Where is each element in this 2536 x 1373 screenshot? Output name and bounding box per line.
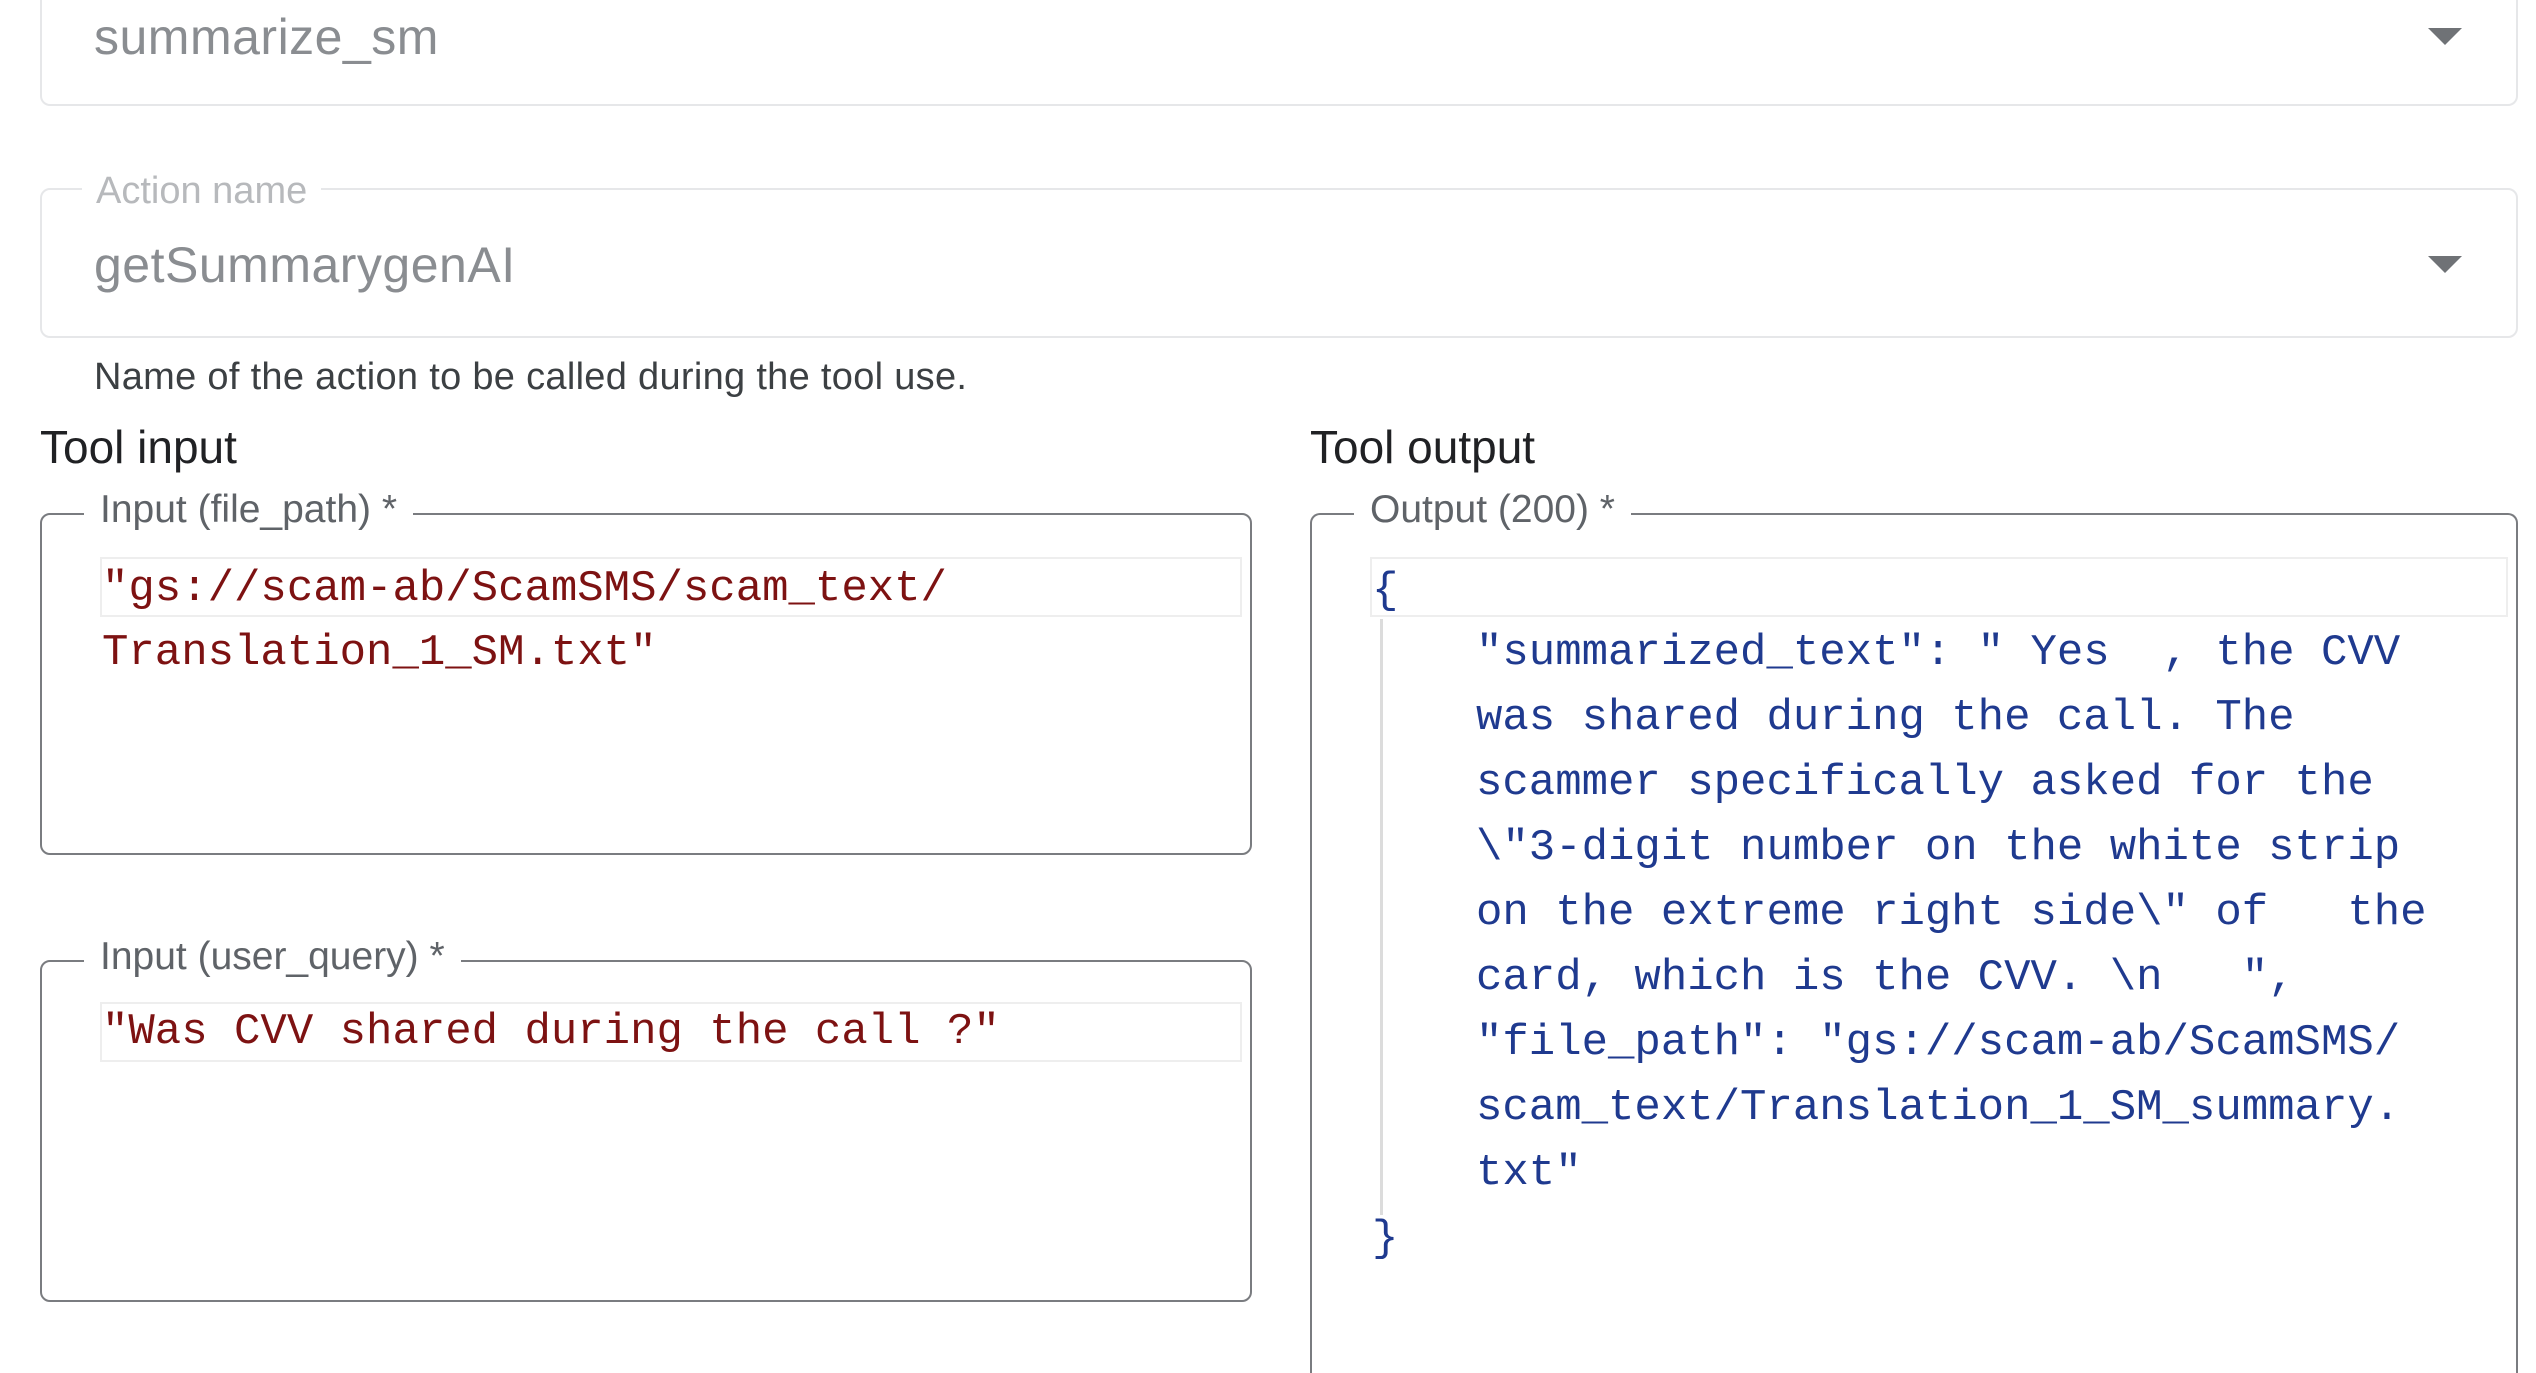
output-line-5: on the extreme right side\" of the	[1476, 888, 2427, 938]
tool-input-title: Tool input	[40, 421, 237, 473]
file-path-input-field[interactable]: Input (file_path) * "gs://scam-ab/ScamSM…	[40, 488, 1252, 855]
output-line-2: was shared during the call. The	[1476, 693, 2295, 743]
output-line-9: txt"	[1476, 1148, 1582, 1198]
current-line-highlight	[100, 557, 1242, 617]
action-name-select[interactable]: Action name getSummarygenAI	[40, 170, 2518, 338]
user-query-input-field[interactable]: Input (user_query) * "Was CVV shared dur…	[40, 935, 1252, 1302]
action-name-hint: Name of the action to be called during t…	[94, 356, 968, 398]
output-open-brace: {	[1372, 566, 1399, 616]
output-line-6: card, which is the CVV. \n ",	[1476, 953, 2295, 1003]
user-query-input-line-1[interactable]: "Was CVV shared during the call ?"	[102, 1007, 1000, 1057]
action-name-value: getSummarygenAI	[94, 237, 516, 293]
model-select-value: summarize_sm	[94, 9, 439, 65]
indent-guide	[1380, 619, 1383, 1215]
chevron-down-icon[interactable]	[2428, 28, 2462, 45]
tool-output-label: Output (200) *	[1354, 488, 1631, 532]
output-line-8: scam_text/Translation_1_SM_summary.	[1476, 1083, 2401, 1133]
output-close-brace: }	[1372, 1214, 1399, 1264]
current-line-highlight	[1370, 557, 2508, 617]
output-line-7: "file_path": "gs://scam-ab/ScamSMS/	[1476, 1018, 2401, 1068]
output-line-4: \"3-digit number on the white strip	[1476, 823, 2401, 873]
current-line-highlight	[100, 1002, 1242, 1062]
tool-output-title: Tool output	[1310, 421, 1536, 473]
action-name-label: Action name	[82, 170, 322, 213]
file-path-input-line-1[interactable]: "gs://scam-ab/ScamSMS/scam_text/	[102, 564, 947, 614]
file-path-input-line-2[interactable]: Translation_1_SM.txt"	[102, 628, 657, 678]
output-line-1: "summarized_text": " Yes , the CVV	[1476, 628, 2401, 678]
user-query-input-label: Input (user_query) *	[84, 935, 461, 979]
output-line-3: scammer specifically asked for the	[1476, 758, 2374, 808]
chevron-down-icon[interactable]	[2428, 256, 2462, 273]
file-path-input-label: Input (file_path) *	[84, 488, 414, 532]
model-select[interactable]: summarize_sm	[40, 0, 2518, 106]
tool-output-field[interactable]: Output (200) * { "summarized_text": " Ye…	[1310, 488, 2518, 1373]
